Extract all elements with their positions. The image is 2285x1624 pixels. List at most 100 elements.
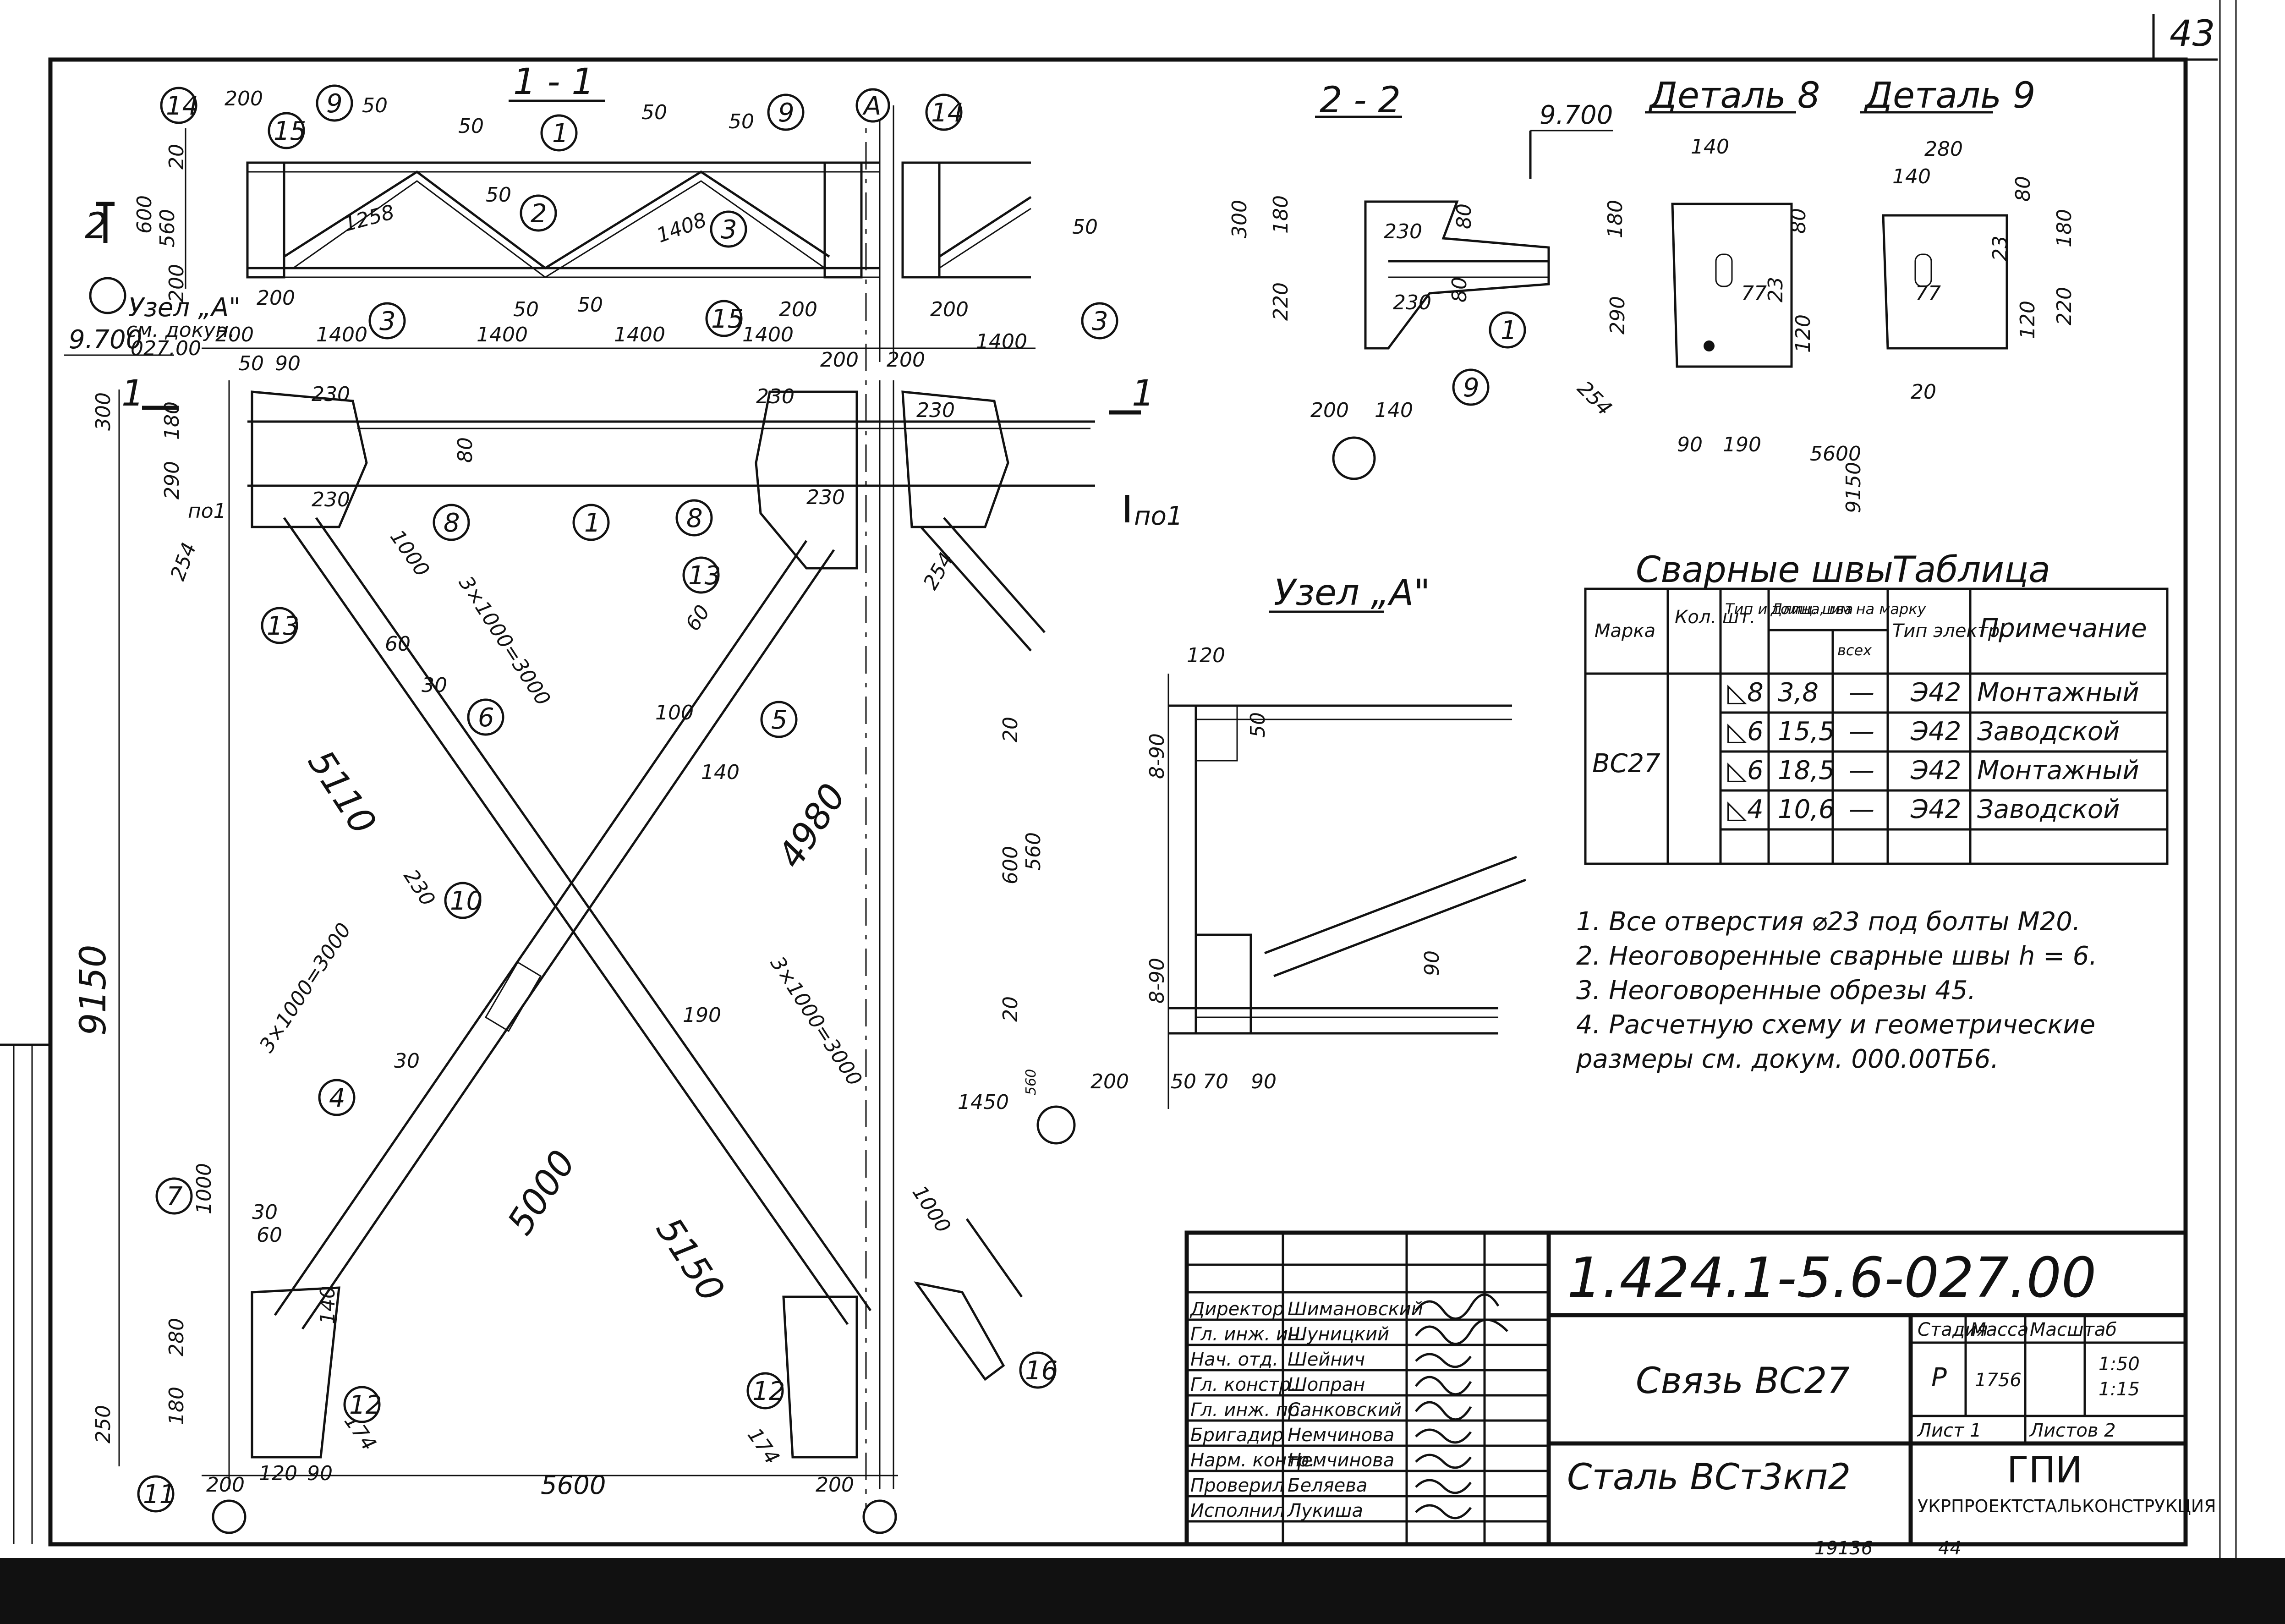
- svg-text:Деталь 8: Деталь 8: [1648, 75, 1820, 116]
- svg-text:120: 120: [1187, 644, 1225, 667]
- svg-text:1: 1: [552, 119, 569, 148]
- svg-text:140: 140: [1691, 135, 1729, 159]
- elevation-9700-left: 9.700: [69, 325, 142, 355]
- svg-text:9: 9: [326, 89, 343, 119]
- section-1-1: 1 - 1 200 1400 1400 1400 1400 200 200 14…: [64, 61, 1118, 1512]
- svg-text:90: 90: [275, 352, 301, 375]
- svg-text:190: 190: [683, 1004, 721, 1027]
- svg-text:8-90: 8-90: [1145, 733, 1169, 779]
- mark-9-s22: 9: [1452, 368, 1490, 406]
- weld-table-title2: Таблица: [1892, 549, 2050, 591]
- svg-text:120: 120: [1792, 314, 1815, 353]
- svg-text:100: 100: [655, 701, 694, 724]
- svg-text:8-90: 8-90: [1145, 958, 1169, 1004]
- svg-text:5000: 5000: [499, 1143, 584, 1242]
- svg-text:140: 140: [316, 1286, 340, 1324]
- svg-text:Нач. отд.: Нач. отд.: [1190, 1349, 1278, 1370]
- mark-3-b: 3: [710, 210, 747, 248]
- svg-text:Немчинова: Немчинова: [1288, 1450, 1394, 1471]
- detail-8: Деталь 8 140 180 290 254 80 23 120 77 90…: [1573, 75, 1865, 513]
- svg-text:—: —: [1849, 795, 1874, 824]
- svg-text:Заводской: Заводской: [1977, 795, 2120, 824]
- drawing-name: Связь ВС27: [1636, 1361, 1850, 1402]
- svg-text:1400: 1400: [976, 330, 1027, 353]
- axis-a-label: А: [862, 91, 881, 121]
- svg-text:230: 230: [1393, 291, 1431, 314]
- svg-text:Примечание: Примечание: [1979, 614, 2147, 643]
- svg-text:12: 12: [349, 1390, 382, 1420]
- weld-row-1: ◺8 3,8 — Э42 Монтажный: [1727, 678, 2139, 708]
- signatures: [1415, 1293, 1508, 1520]
- svg-text:Директор: Директор: [1189, 1299, 1284, 1320]
- svg-text:13: 13: [267, 611, 299, 641]
- svg-text:1408: 1408: [653, 208, 710, 247]
- svg-text:50: 50: [238, 352, 264, 375]
- footer-right: 44: [1938, 1538, 1962, 1559]
- svg-text:3: 3: [379, 307, 396, 336]
- svg-text:Р: Р: [1931, 1363, 1947, 1393]
- svg-text:9: 9: [1463, 373, 1479, 403]
- note-4: 4. Расчетную схему и геометрические: [1576, 1010, 2095, 1040]
- svg-text:23: 23: [1989, 236, 2012, 261]
- svg-text:200: 200: [816, 1473, 854, 1497]
- svg-text:300: 300: [92, 392, 115, 431]
- svg-text:60: 60: [385, 632, 411, 656]
- svg-text:1000: 1000: [908, 1181, 955, 1237]
- svg-text:Длина, мм на марку: Длина, мм на марку: [1770, 600, 1927, 618]
- svg-text:5: 5: [771, 705, 788, 735]
- svg-text:250: 250: [92, 1405, 115, 1443]
- svg-text:Листов 2: Листов 2: [2029, 1420, 2116, 1441]
- svg-text:027.00: 027.00: [131, 337, 201, 360]
- svg-text:Монтажный: Монтажный: [1977, 678, 2139, 708]
- svg-text:220: 220: [1269, 282, 1293, 321]
- svg-text:14: 14: [166, 91, 198, 121]
- mark-12-left: 12: [343, 1386, 382, 1423]
- svg-text:10,6: 10,6: [1778, 795, 1835, 824]
- svg-text:1450: 1450: [958, 1091, 1009, 1114]
- svg-text:Монтажный: Монтажный: [1977, 756, 2139, 785]
- note-5: размеры см. докум. 000.00ТБ6.: [1576, 1044, 1999, 1074]
- svg-text:—: —: [1849, 717, 1874, 746]
- svg-text:200: 200: [1090, 1070, 1129, 1093]
- svg-text:60: 60: [257, 1223, 282, 1247]
- svg-text:5110: 5110: [300, 743, 384, 842]
- org-short: ГПИ: [2007, 1450, 2082, 1491]
- svg-text:30: 30: [252, 1201, 278, 1224]
- svg-text:1000: 1000: [385, 526, 434, 581]
- svg-text:2 - 2: 2 - 2: [1320, 80, 1401, 121]
- svg-text:70: 70: [1203, 1070, 1228, 1093]
- po1-right: по1: [1134, 501, 1183, 531]
- mark-3-right: 3: [1081, 302, 1118, 340]
- svg-text:200: 200: [257, 286, 295, 310]
- svg-text:3×1000=3000: 3×1000=3000: [766, 952, 866, 1090]
- weld-row-2: ◺6 15,5 — Э42 Заводской: [1727, 717, 2120, 746]
- svg-text:18,5: 18,5: [1778, 756, 1835, 785]
- svg-text:180: 180: [2053, 209, 2076, 247]
- svg-text:15,5: 15,5: [1778, 717, 1835, 746]
- svg-text:50: 50: [577, 293, 603, 317]
- mark-9-right: 9: [767, 93, 805, 131]
- svg-text:Масштаб: Масштаб: [2030, 1319, 2117, 1340]
- mark-6: 6: [467, 698, 504, 736]
- svg-text:50: 50: [458, 115, 484, 138]
- svg-text:13: 13: [688, 561, 721, 591]
- weld-row-4: ◺4 10,6 — Э42 Заводской: [1727, 795, 2120, 824]
- mark-8-left: 8: [433, 504, 470, 541]
- mark-15-mid: 15: [705, 300, 744, 337]
- svg-text:Лист 1: Лист 1: [1917, 1420, 1982, 1441]
- svg-text:77: 77: [1741, 282, 1767, 305]
- svg-text:80: 80: [1452, 203, 1476, 229]
- svg-text:77: 77: [1915, 282, 1941, 305]
- svg-text:10: 10: [450, 886, 482, 916]
- svg-text:50: 50: [486, 183, 511, 207]
- svg-text:200: 200: [225, 87, 263, 110]
- material: Сталь ВСт3кп2: [1567, 1457, 1851, 1498]
- svg-text:190: 190: [1723, 433, 1761, 456]
- svg-text:Проверил: Проверил: [1190, 1475, 1284, 1496]
- svg-text:Э42: Э42: [1910, 678, 1961, 708]
- svg-text:200: 200: [930, 298, 969, 321]
- svg-text:1400: 1400: [614, 323, 665, 346]
- footer-left: 19136: [1814, 1538, 1873, 1559]
- svg-text:◺4: ◺4: [1727, 795, 1764, 824]
